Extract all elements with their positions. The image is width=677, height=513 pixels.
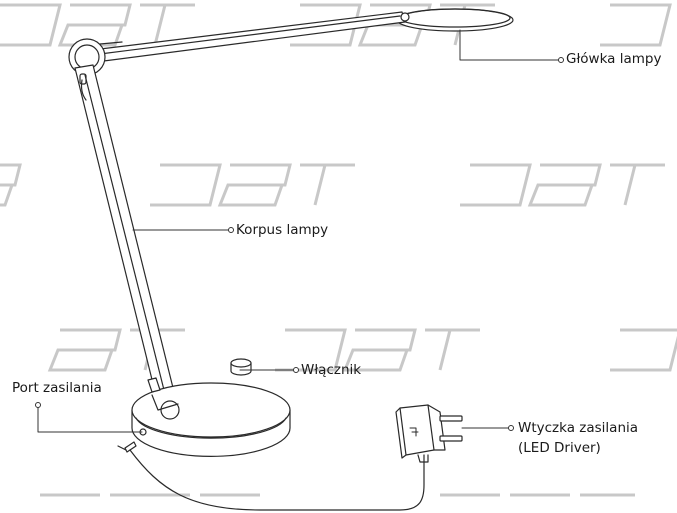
label-switch: Włącznik	[301, 362, 362, 378]
label-power-plug-sub: (LED Driver)	[518, 440, 601, 456]
watermark-bts	[610, 328, 677, 372]
leader-power-port	[37, 405, 143, 433]
leader-lines	[35, 29, 564, 433]
watermark-bts	[0, 3, 195, 47]
power-adapter	[395, 404, 463, 463]
label-lamp-head: Główka lampy	[566, 51, 662, 67]
watermark-bts	[0, 163, 22, 207]
lower-arm	[74, 64, 179, 413]
watermark-bts	[150, 163, 355, 207]
power-cable	[117, 441, 425, 511]
lamp-base	[131, 377, 291, 457]
watermark-bts	[460, 163, 665, 207]
leader-lamp-head	[459, 29, 559, 61]
watermark-group	[0, 3, 677, 497]
lamp-illustration	[35, 8, 564, 511]
label-lamp-body: Korpus lampy	[236, 222, 329, 238]
label-power-plug: Wtyczka zasilania	[518, 420, 639, 436]
upper-arm	[91, 11, 410, 63]
watermark-bts	[275, 328, 480, 372]
watermark-bts	[600, 3, 672, 47]
lamp-head	[396, 8, 514, 32]
power-switch	[230, 358, 252, 376]
label-power-port: Port zasilania	[12, 380, 102, 396]
